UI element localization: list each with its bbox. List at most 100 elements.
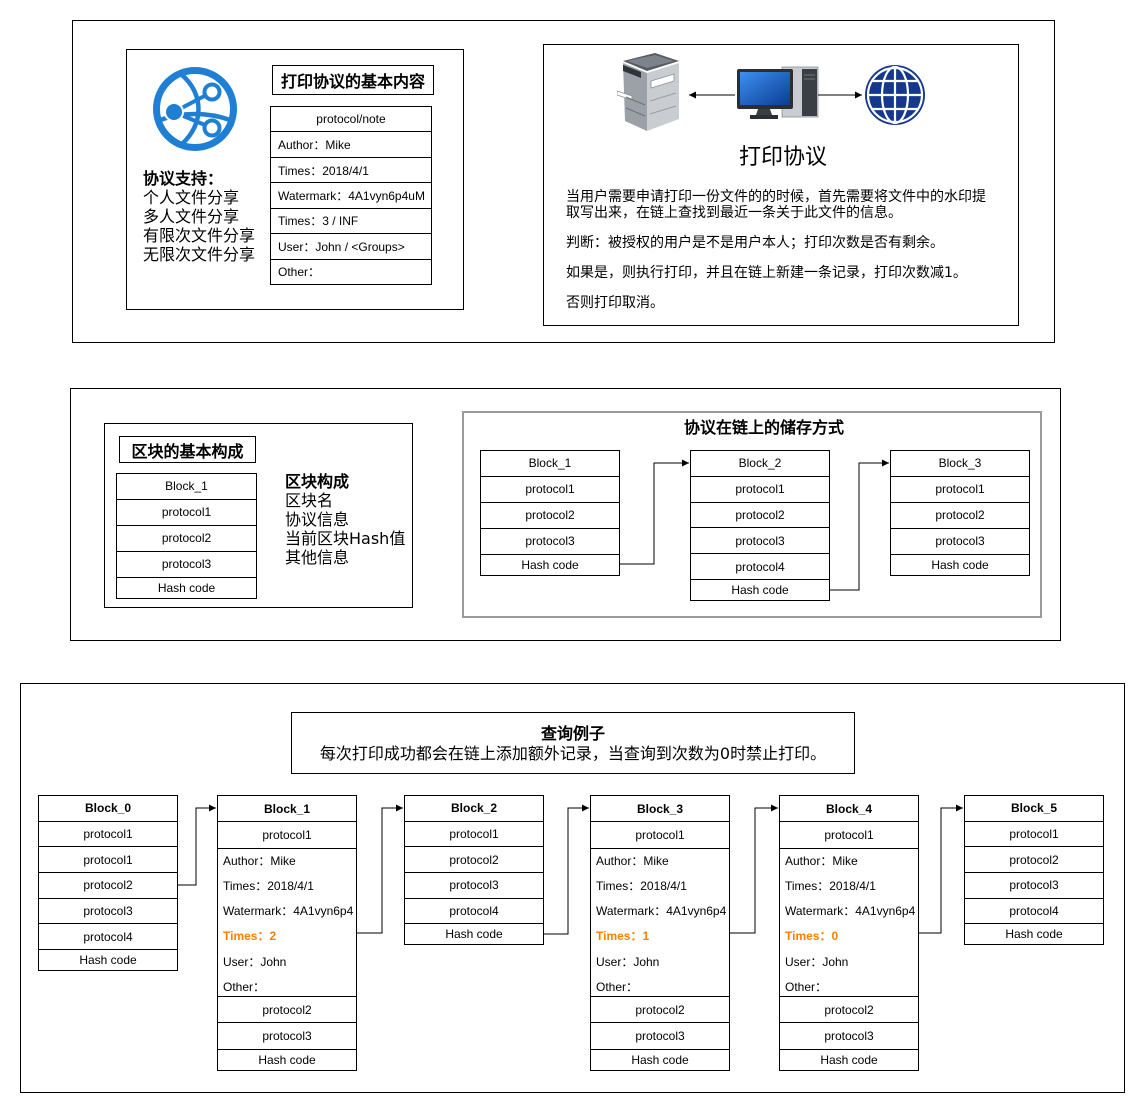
table-row: Watermark：4A1vyn6p4uM [271,182,431,207]
block-composition-item: 区块名 [285,491,334,510]
protocol-cell: protocol3 [117,550,256,577]
protocol-cell: protocol2 [218,996,356,1022]
block-name-cell: Block_5 [1010,801,1058,816]
block-composition-item: 其他信息 [285,548,350,567]
hash-code-cell: Hash code [965,923,1103,944]
block-name-cell: Block_4 [825,801,873,816]
protocol-cell: protocol1 [891,475,1029,502]
basic-content-table: protocol/note Author：Mike Times：2018/4/1… [270,106,432,285]
protocol-cell: protocol3 [780,1022,918,1048]
hash-code-cell: Hash code [691,578,829,600]
protocol-cell: protocol3 [691,527,829,553]
block-structure-panel [104,423,413,608]
block-structure-section [70,388,1061,641]
author-line: Author：Mike [223,853,296,868]
block-details-cell: Author：Mike Times：2018/4/1 Watermark：4A1… [780,847,918,997]
table-row: User：John / <Groups> [271,233,431,258]
support-list: 协议支持： 个人文件分享 多人文件分享 有限次文件分享 无限次文件分享 [143,169,255,264]
protocol-cell: protocol2 [117,524,256,551]
support-list-item: 无限次文件分享 [143,245,256,264]
block-composition-list: 区块构成 区块名 协议信息 当前区块Hash值 其他信息 [285,472,405,567]
query-block-5-table: Block_5 protocol1 protocol2 protocol3 pr… [964,795,1104,945]
protocol-cell: protocol3 [965,871,1103,898]
protocol-cell: protocol2 [691,501,829,528]
protocol-cell: protocol1 [691,475,829,502]
protocol-cell: protocol1 [39,820,177,847]
printer-icon [617,53,679,131]
query-block-2-table: Block_2 protocol1 protocol2 protocol3 pr… [404,795,544,945]
times-remaining-line: Times：1 [596,929,650,944]
block-name-cell: Block_1 [263,801,311,816]
protocol-cell: protocol2 [965,846,1103,872]
basic-content-title: 打印协议的基本内容 [272,65,434,95]
protocol-cell: protocol3 [891,527,1029,554]
query-example-description: 每次打印成功都会在链上添加额外记录，当查询到次数为0时禁止打印。 [319,744,827,763]
protocol-cell: protocol3 [591,1022,729,1048]
protocol-cell: protocol1 [405,820,543,847]
storage-block-1-table: Block_1 protocol1 protocol2 protocol3 Ha… [480,450,620,576]
table-row: Times：2018/4/1 [271,156,431,182]
protocol-cell: protocol1 [780,821,918,847]
block-name-cell: Block_3 [636,801,684,816]
user-line: User：John [223,954,287,969]
print-protocol-text-line: 如果是，则执行打印，并且在链上新建一条记录，打印次数减1。 [566,265,967,281]
watermark-line: Watermark：4A1vyn6p4 [785,904,916,919]
block-composition-title: 区块构成 [285,472,350,491]
computer-icon [737,66,819,119]
print-protocol-panel [543,44,1019,326]
storage-block-3-table: Block_3 protocol1 protocol2 protocol3 Ha… [890,450,1030,576]
block-table: Block_1 protocol1 protocol2 protocol3 Ha… [116,473,257,599]
query-example-title: 查询例子 [540,724,605,743]
hash-code-cell: Hash code [39,949,177,970]
globe-icon [865,65,925,125]
protocol-cell: protocol1 [218,821,356,847]
other-line: Other： [596,979,639,994]
support-list-item: 有限次文件分享 [143,226,256,245]
basic-content-panel [126,49,464,310]
user-line: User：John [785,954,849,969]
protocol-cell: protocol3 [39,897,177,924]
protocol-cell: protocol2 [780,996,918,1022]
chain-storage-title: 协议在链上的储存方式 [684,418,845,437]
author-line: Author：Mike [785,853,858,868]
block-name-cell: Block_3 [938,456,982,471]
watermark-line: Watermark：4A1vyn6p4 [596,904,727,919]
query-block-1-table: Block_1 protocol1 Author：Mike Times：2018… [217,795,357,1071]
protocol-cell: protocol2 [405,846,543,872]
hash-code-cell: Hash code [891,553,1029,575]
support-list-item: 个人文件分享 [143,188,240,207]
print-protocol-text-line: 取写出来，在链上查找到最近一条关于此文件的信息。 [566,205,902,221]
protocol-cell: protocol4 [691,553,829,579]
protocol-cell: protocol1 [39,846,177,872]
hash-code-cell: Hash code [405,923,543,944]
print-protocol-text-line: 判断：被授权的用户是不是用户本人；打印次数是否有剩余。 [566,235,944,251]
protocol-cell: protocol3 [218,1022,356,1048]
date-line: Times：2018/4/1 [223,878,314,893]
print-protocol-section [72,20,1055,343]
query-block-0-table: Block_0 protocol1 protocol1 protocol2 pr… [38,795,178,971]
network-globe-icon [153,67,237,151]
block-name-cell: Block_1 [528,456,572,471]
author-line: Author：Mike [596,853,669,868]
table-row: Other： [271,258,431,284]
query-block-4-table: Block_4 protocol1 Author：Mike Times：2018… [779,795,919,1071]
block-details-cell: Author：Mike Times：2018/4/1 Watermark：4A1… [218,847,356,997]
protocol-cell: protocol3 [481,527,619,554]
protocol-cell: protocol4 [405,897,543,924]
user-line: User：John [596,954,660,969]
support-list-item: 多人文件分享 [143,207,240,226]
hash-code-cell: Hash code [218,1048,356,1070]
block-name-cell: Block_2 [738,456,782,471]
protocol-cell: protocol2 [891,501,1029,528]
protocol-cell: protocol2 [481,501,619,528]
support-list-title: 协议支持： [143,169,224,188]
protocol-cell: protocol2 [39,872,177,898]
protocol-cell: protocol4 [965,897,1103,924]
other-line: Other： [785,979,828,994]
chain-storage-panel [462,411,1042,618]
protocol-cell: protocol4 [39,923,177,949]
hash-code-cell: Hash code [780,1048,918,1070]
times-remaining-line: Times：0 [785,929,839,944]
query-example-section [20,683,1125,1093]
block-name-cell: Block_1 [165,479,208,494]
